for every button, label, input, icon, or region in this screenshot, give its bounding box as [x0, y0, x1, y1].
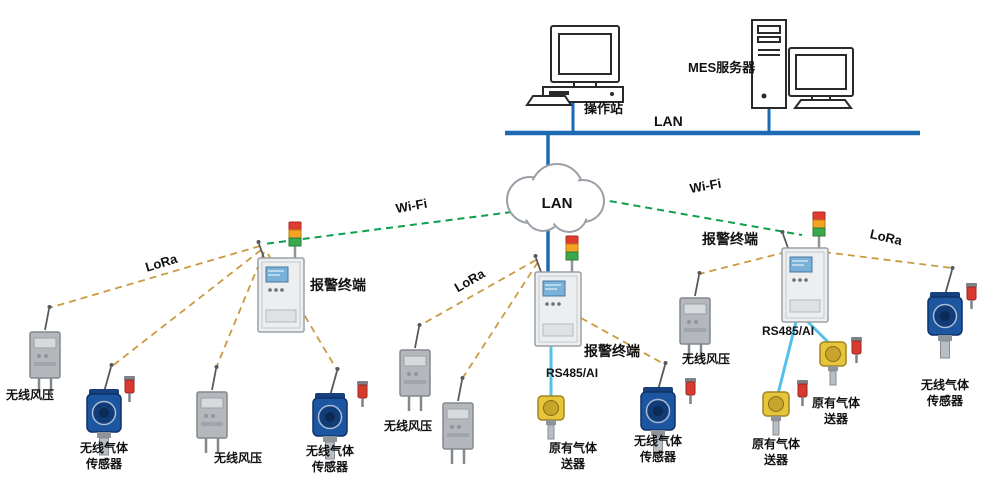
- lora-link-wind-2: [215, 251, 265, 369]
- lora-link-wind-3: [418, 259, 537, 327]
- alarm-terminal-left-label: 报警终端: [310, 277, 366, 293]
- cloud-lan-label: LAN: [541, 195, 573, 212]
- legacy-transmitter-right-low-label: 原有气体送器: [751, 437, 800, 467]
- alarm-terminal-right-label: 报警终端: [702, 231, 758, 247]
- alarm-terminal-right: [779, 210, 830, 324]
- legacy-gas-transmitter-right-high: [819, 341, 847, 386]
- wind-pressure-2-label: 无线风压: [214, 451, 263, 465]
- rs485-right-label: RS485/AI: [762, 324, 815, 338]
- wifi-link-right: [597, 198, 803, 236]
- lora-link-gas-3: [580, 317, 665, 365]
- wind-pressure-sensor-3: [398, 321, 432, 413]
- lora-link-gas-1: [110, 249, 262, 368]
- cloud-shape: [506, 163, 605, 233]
- alarm-beacon-icon-5: [795, 378, 810, 408]
- alarm-terminal-mid: [532, 234, 583, 348]
- alarm-beacon-icon-3: [683, 376, 698, 406]
- lora-lines: [48, 245, 953, 380]
- alarm-beacon-icon-1: [122, 374, 137, 404]
- legacy-transmitter-right-high-label: 原有气体送器: [811, 396, 860, 426]
- operator-station-label: 操作站: [584, 101, 624, 116]
- lora-link-gas-2: [267, 253, 338, 371]
- mes-server-label: MES服务器: [688, 60, 756, 75]
- lora-link-wind-right: [698, 251, 787, 275]
- legacy-transmitter-mid-label: 原有气体送器: [548, 441, 597, 471]
- wind-pressure-sensor-2: [195, 363, 229, 455]
- wind-pressure-1-label: 无线风压: [6, 388, 55, 402]
- legacy-gas-transmitter-right-low: [762, 391, 790, 436]
- lora-link-wind-1: [48, 245, 261, 309]
- legacy-gas-transmitter-mid: [537, 395, 565, 440]
- wifi-link-left: [263, 211, 513, 245]
- lora-link-gas-4: [823, 251, 953, 269]
- alarm-beacon-icon-2: [355, 379, 370, 409]
- alarm-beacon-icon-4: [964, 281, 979, 311]
- wind-pressure-3-label: 无线风压: [384, 419, 433, 433]
- gas-sensor-2-label: 无线气体传感器: [305, 444, 354, 474]
- rs485-link-right-1: [776, 321, 798, 395]
- wifi-lines: [263, 198, 803, 245]
- alarm-terminal-mid-label: 报警终端: [584, 343, 640, 359]
- wind-pressure-right-label: 无线风压: [682, 352, 731, 366]
- gas-sensor-3-label: 无线气体传感器: [633, 434, 682, 464]
- wind-pressure-sensor-1: [28, 303, 62, 395]
- mes-server-computer: [751, 19, 854, 109]
- lan-bus-label: LAN: [654, 113, 683, 129]
- alarm-terminal-left: [255, 220, 306, 334]
- gas-sensor-4-label: 无线气体传感器: [920, 378, 969, 408]
- wind-pressure-sensor-4: [441, 374, 475, 466]
- alarm-beacon-icon-6: [849, 335, 864, 365]
- wireless-gas-sensor-4: [927, 265, 963, 359]
- wind-pressure-sensor-right: [678, 269, 712, 361]
- rs485-mid-label: RS485/AI: [546, 366, 599, 380]
- gas-sensor-1-label: 无线气体传感器: [79, 441, 128, 471]
- operator-station-computer: [525, 25, 624, 106]
